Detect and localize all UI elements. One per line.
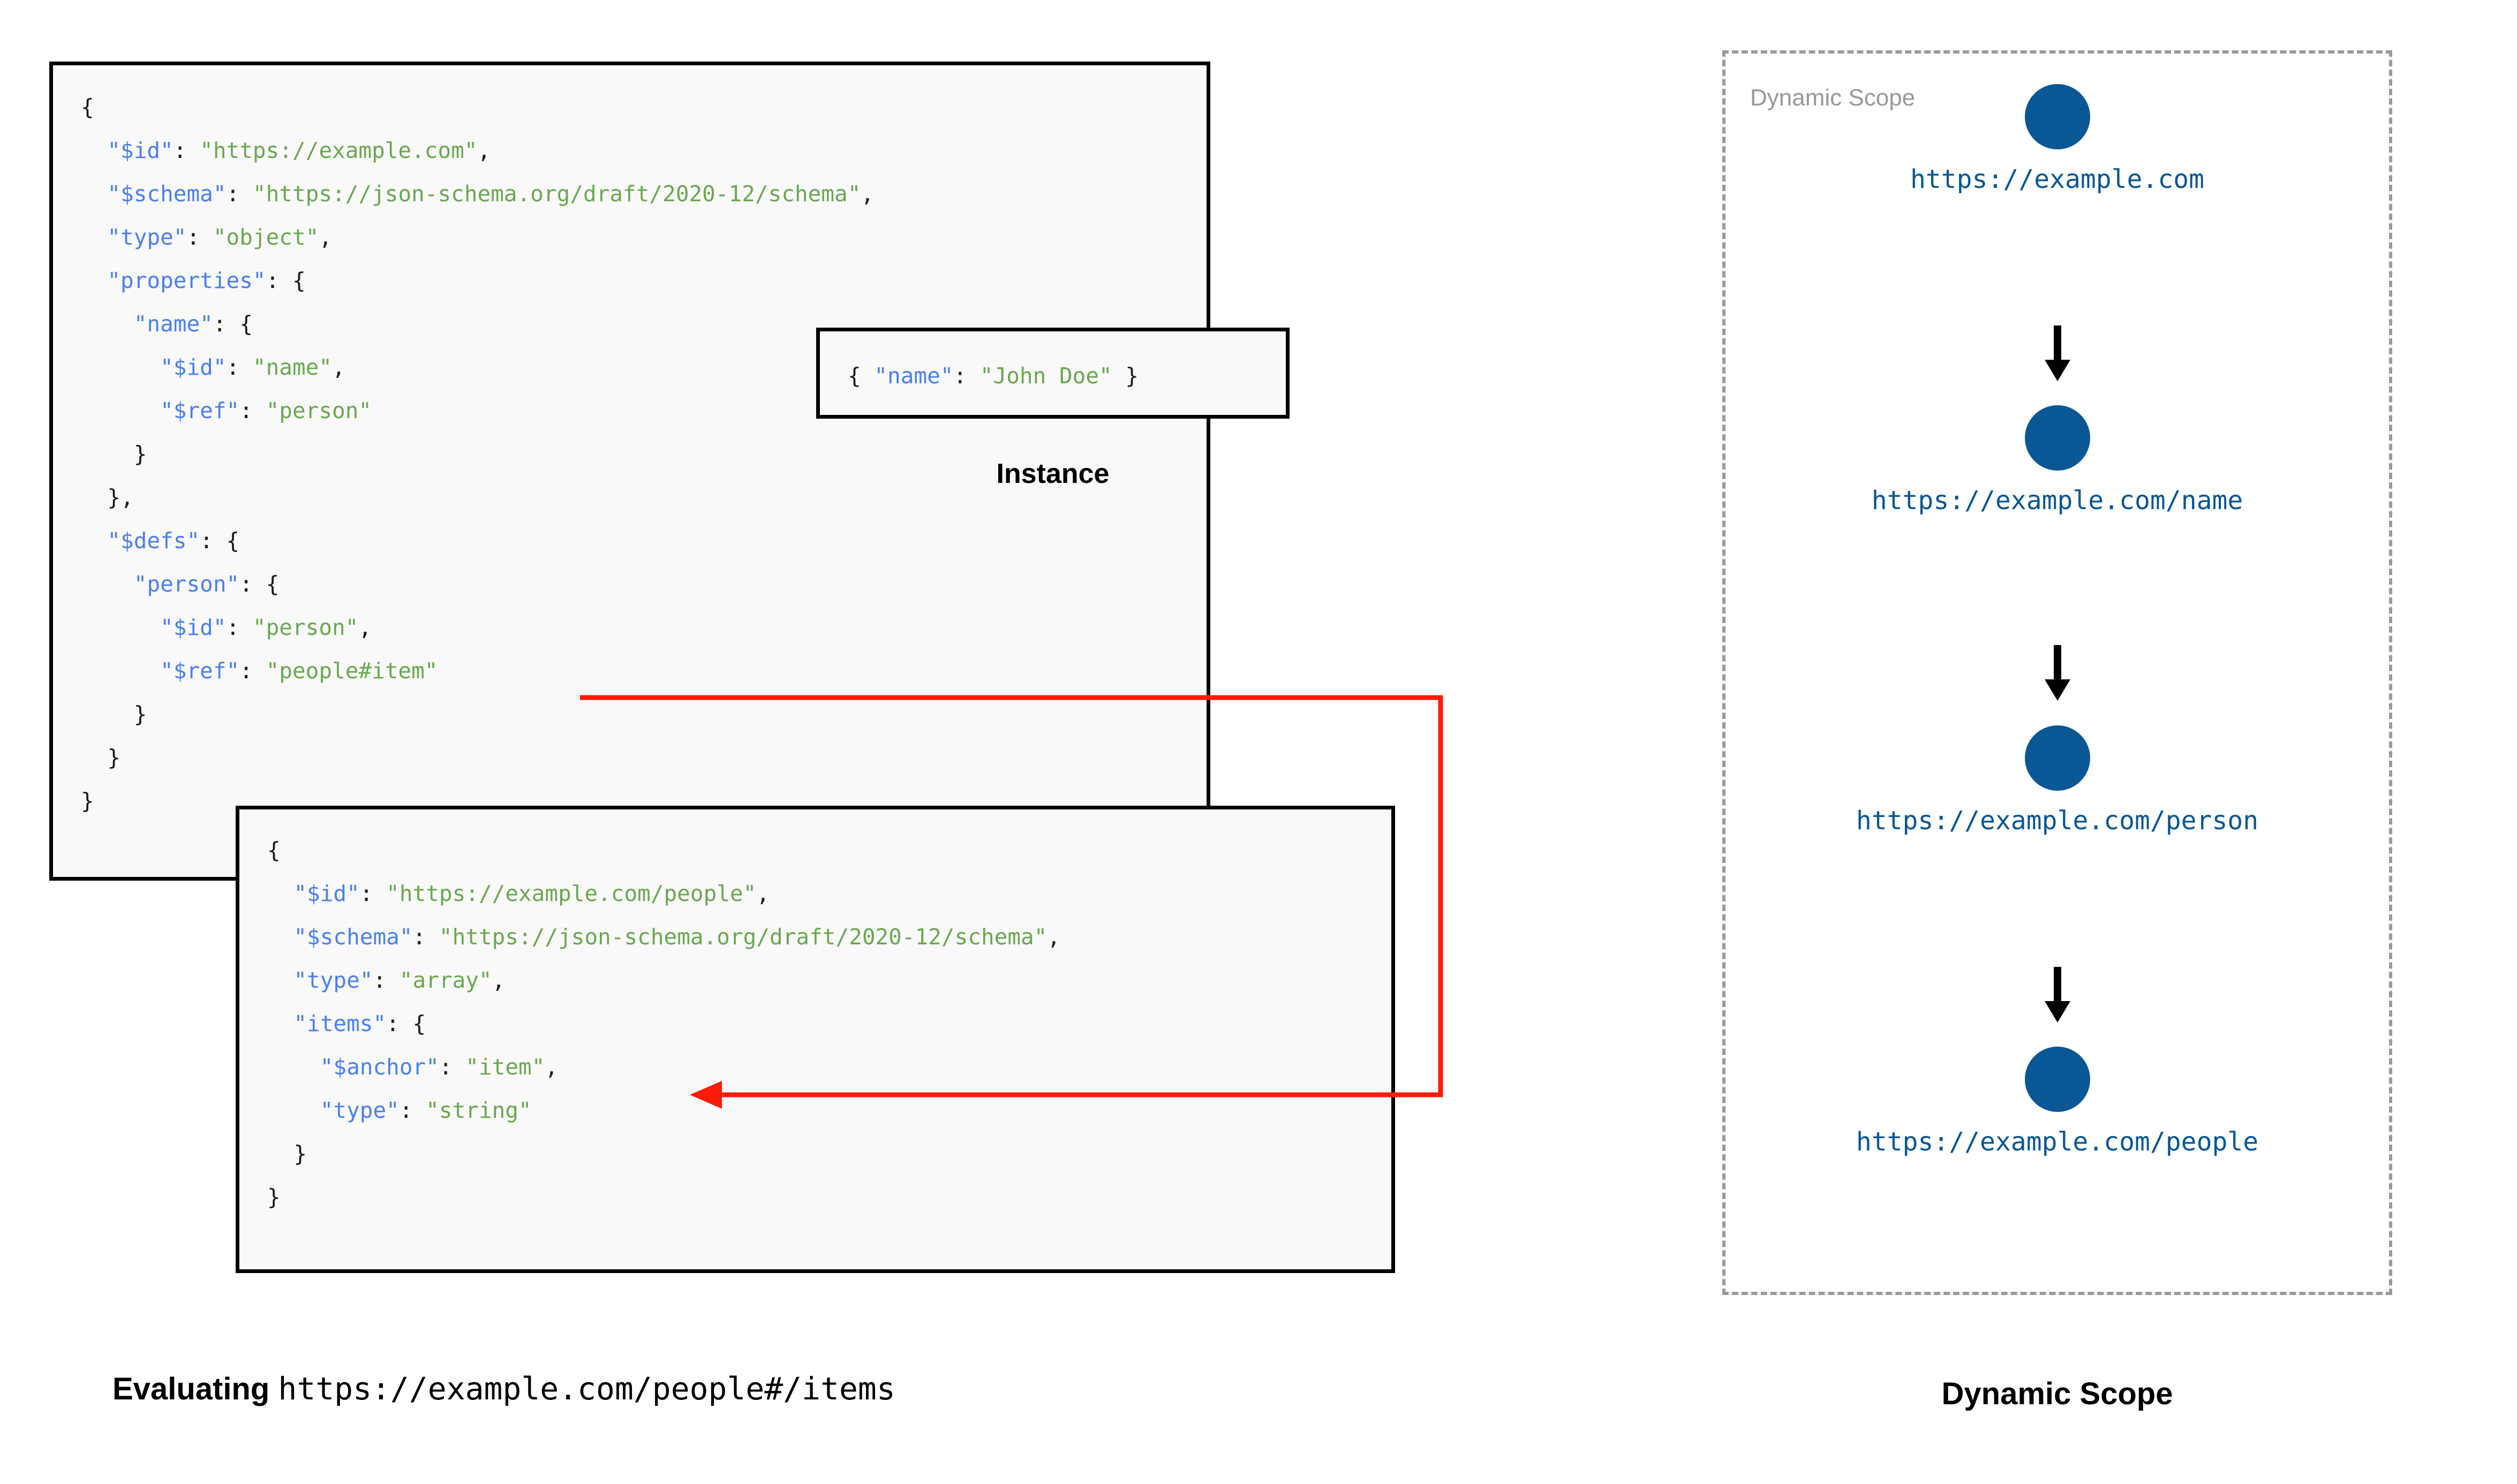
- code-line: "properties": {: [107, 268, 306, 293]
- code-line: "$ref": "person": [160, 398, 372, 423]
- evaluating-caption: Evaluating https://example.com/people#/i…: [112, 1371, 895, 1407]
- scope-circle-icon: [2024, 84, 2090, 149]
- schema-people-code: { "$id": "https://example.com/people", "…: [267, 829, 1060, 1219]
- scope-node-label: https://example.com: [1910, 164, 2205, 194]
- instance-box: { "name": "John Doe" }: [816, 328, 1290, 419]
- scope-node-2: https://example.com/person: [1722, 725, 2392, 836]
- instance-caption: Instance: [996, 458, 1110, 489]
- dynamic-scope-caption: Dynamic Scope: [1941, 1376, 2173, 1411]
- code-line: { "name": "John Doe" }: [848, 363, 1139, 389]
- down-arrow-icon: [2044, 325, 2070, 381]
- scope-node-3: https://example.com/people: [1722, 1047, 2392, 1157]
- code-line: "person": {: [133, 571, 280, 597]
- scope-node-0: https://example.com: [1722, 84, 2392, 194]
- code-line: }: [133, 441, 147, 467]
- scope-arrow-0: [1722, 325, 2392, 384]
- schema-people-box: { "$id": "https://example.com/people", "…: [236, 806, 1395, 1273]
- code-line: "items": {: [293, 1011, 426, 1036]
- scope-node-label: https://example.com/person: [1856, 806, 2259, 836]
- scope-circle-icon: [2024, 1047, 2090, 1112]
- code-line: "$anchor": "item",: [320, 1054, 559, 1080]
- code-line: "$schema": "https://json-schema.org/draf…: [293, 924, 1061, 950]
- code-line: "$schema": "https://json-schema.org/draf…: [107, 181, 875, 207]
- down-arrow-icon: [2044, 967, 2070, 1023]
- scope-node-1: https://example.com/name: [1722, 405, 2392, 516]
- down-arrow-icon: [2044, 645, 2070, 701]
- scope-node-label: https://example.com/people: [1856, 1127, 2259, 1157]
- schema-root-code: { "$id": "https://example.com", "$schema…: [81, 86, 874, 823]
- code-line: }: [107, 745, 121, 770]
- code-line: }: [133, 701, 147, 727]
- scope-circle-icon: [2024, 725, 2090, 791]
- code-line: "type": "object",: [107, 224, 333, 250]
- scope-arrow-1: [1722, 645, 2392, 704]
- instance-code: { "name": "John Doe" }: [848, 354, 1139, 398]
- code-line: "type": "array",: [293, 967, 506, 993]
- code-line: "$defs": {: [107, 528, 240, 554]
- code-line: "$ref": "people#item": [160, 658, 438, 684]
- code-line: "$id": "name",: [160, 354, 345, 380]
- scope-arrow-2: [1722, 967, 2392, 1026]
- code-line: "$id": "https://example.com/people",: [293, 881, 770, 906]
- code-line: }: [81, 788, 94, 814]
- code-line: "$id": "https://example.com",: [107, 138, 491, 163]
- evaluating-uri: https://example.com/people#/items: [278, 1371, 895, 1407]
- dynamic-scope-inner-label: Dynamic Scope: [1750, 85, 1916, 111]
- dynamic-scope-panel: [1722, 50, 2392, 1295]
- code-line: "$id": "person",: [160, 615, 372, 640]
- evaluating-label: Evaluating: [112, 1372, 270, 1406]
- code-line: },: [107, 484, 134, 510]
- scope-node-label: https://example.com/name: [1871, 486, 2243, 516]
- code-line: }: [293, 1141, 307, 1167]
- code-line: "type": "string": [320, 1097, 532, 1123]
- code-line: {: [81, 94, 94, 120]
- code-line: "name": {: [133, 311, 253, 337]
- code-line: {: [267, 837, 281, 863]
- code-line: }: [267, 1184, 281, 1210]
- scope-circle-icon: [2024, 405, 2090, 471]
